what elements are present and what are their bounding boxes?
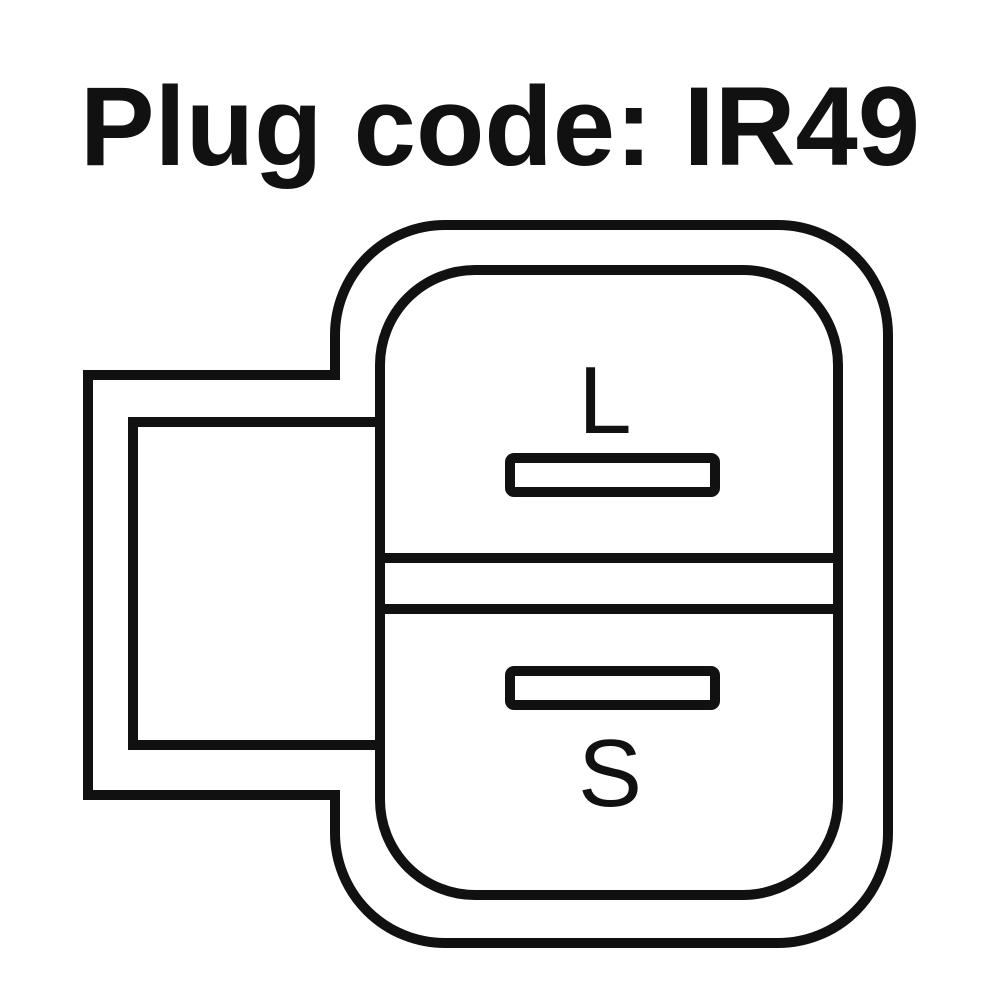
pin-label-s: S [578,720,642,827]
plug-inner-body [375,265,843,900]
plug-code-title: Plug code: IR49 [80,64,920,189]
plug-tab-inner [128,417,380,750]
pin-label-l: L [578,347,631,454]
pin-slot-l [505,453,720,497]
pin-slot-s [505,666,720,710]
plug-outer-housing [83,220,893,948]
